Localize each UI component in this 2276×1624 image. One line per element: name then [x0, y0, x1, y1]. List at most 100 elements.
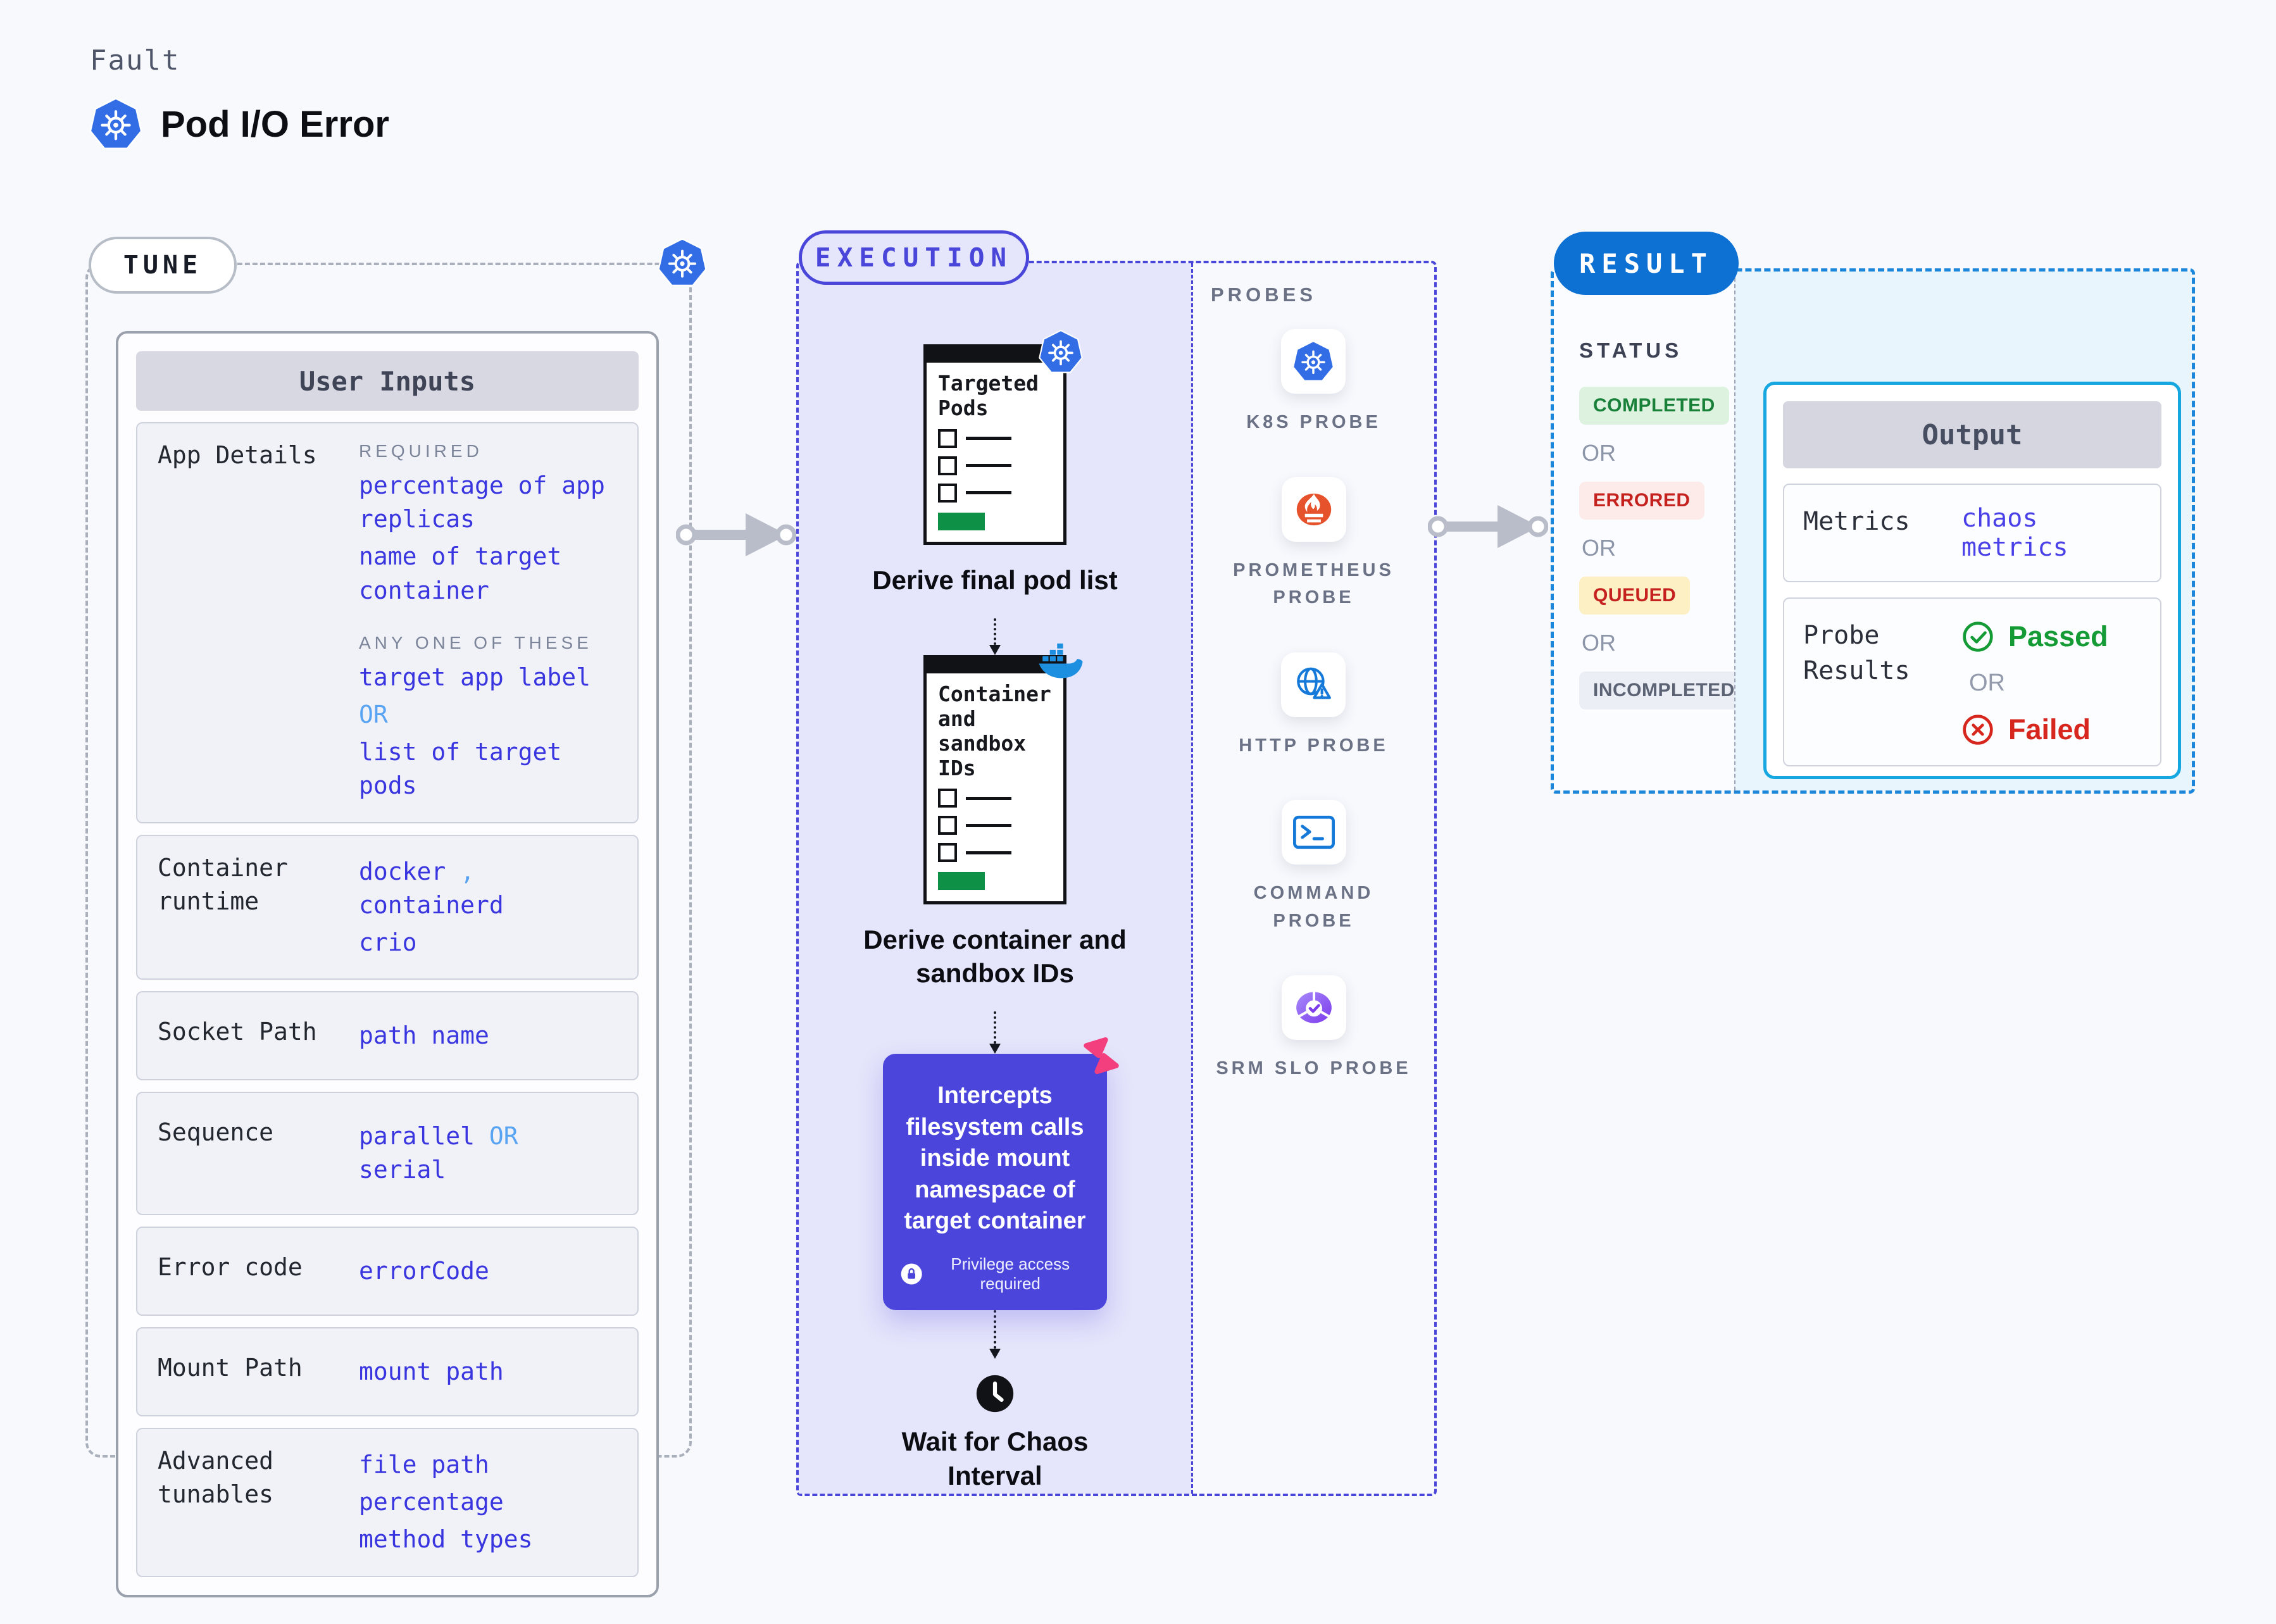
flow-connector — [989, 1310, 1001, 1359]
or-separator: OR — [1582, 630, 1616, 656]
value-term: target app label — [359, 663, 591, 691]
value-term: mount path — [359, 1357, 504, 1385]
user-inputs-header: User Inputs — [136, 351, 639, 411]
kubernetes-icon — [89, 96, 143, 152]
value-term: percentage — [359, 1488, 504, 1516]
probe-label: COMMAND PROBE — [1253, 883, 1374, 931]
passed-label: Passed — [2008, 620, 2108, 653]
command-probe-icon — [1281, 800, 1346, 865]
row-value: errorCode — [347, 1251, 617, 1292]
row-value: REQUIRED percentage of app replicas name o… — [347, 439, 617, 807]
step-caption: Derive container and sandbox IDs — [863, 925, 1127, 988]
metrics-row: Metrics chaos metrics — [1783, 484, 2161, 582]
probe-label: SRM SLO PROBE — [1216, 1058, 1411, 1078]
probe-item: K8S PROBE — [1246, 329, 1381, 437]
checkbox-row — [938, 789, 1052, 808]
page-header: Pod I/O Error — [89, 96, 389, 152]
privilege-note-text: Privilege access required — [951, 1254, 1070, 1294]
user-input-row: Sequence parallel OR serial — [136, 1092, 639, 1215]
probe-label: PROMETHEUS PROBE — [1233, 559, 1394, 608]
flow-connector — [989, 1011, 1001, 1054]
privilege-note: Privilege access required — [901, 1254, 1089, 1294]
value-term: crio — [359, 928, 417, 956]
user-input-row: Mount Path mount path — [136, 1327, 639, 1416]
clock-icon — [975, 1374, 1015, 1413]
value-heading: REQUIRED — [359, 441, 483, 461]
srm-probe-icon — [1281, 975, 1346, 1040]
probe-item: PROMETHEUS PROBE — [1216, 477, 1412, 612]
user-input-row: Socket Path path name — [136, 991, 639, 1081]
spacer — [359, 611, 617, 630]
x-circle-icon — [1963, 715, 1993, 745]
row-label: Error code — [158, 1252, 303, 1281]
value-term: list of target pods — [359, 738, 562, 800]
value-term: parallel OR serial — [359, 1122, 518, 1184]
execution-section: Targeted Pods Derive final pod list Cont… — [796, 261, 1437, 1496]
row-label: Sequence — [158, 1118, 274, 1147]
row-label: Socket Path — [158, 1018, 317, 1046]
progress-bar — [938, 872, 985, 890]
result-section-label: RESULT — [1554, 232, 1739, 295]
value-term: method types — [359, 1525, 533, 1554]
chaos-arrows-icon — [1080, 1035, 1122, 1077]
or-label: OR — [1969, 670, 2005, 696]
kubernetes-probe-icon — [1281, 329, 1346, 394]
row-label: Container runtime — [158, 853, 288, 915]
row-label: App Details — [158, 441, 317, 469]
tune-section-label: TUNE — [89, 237, 237, 294]
execution-section-label: EXECUTION — [799, 230, 1029, 285]
prometheus-probe-icon — [1281, 477, 1346, 542]
arrow-execution-to-result — [1428, 505, 1548, 548]
metrics-label: Metrics — [1803, 507, 1910, 536]
container-ids-card: Container and sandbox IDs — [923, 643, 1083, 905]
checkbox-row — [938, 456, 1052, 475]
checkbox-row — [938, 483, 1052, 503]
arrow-tune-to-execution — [676, 513, 796, 556]
row-value: path name — [347, 1015, 617, 1056]
metrics-value: chaos metrics — [1961, 504, 2068, 562]
targeted-pods-card: Targeted Pods — [923, 329, 1083, 545]
probes-heading: PROBES — [1211, 284, 1316, 306]
probe-results-label: Probe Results — [1803, 621, 1910, 685]
http-probe-icon — [1281, 652, 1346, 717]
value-or: OR — [359, 700, 388, 728]
status-heading: STATUS — [1579, 339, 1683, 362]
probe-item: COMMAND PROBE — [1216, 800, 1412, 935]
intercept-text: Intercepts filesystem calls inside mount… — [904, 1082, 1086, 1234]
probe-results-row: Probe Results Passed OR — [1783, 597, 2161, 766]
checkbox-row — [938, 816, 1052, 835]
status-badge: QUEUED — [1579, 577, 1691, 615]
row-value: mount path — [347, 1351, 617, 1392]
value-term: name of target container — [359, 542, 562, 604]
step-caption: Derive final pod list — [872, 565, 1118, 595]
or-separator: OR — [1582, 440, 1616, 466]
progress-bar — [938, 512, 985, 530]
wait-caption: Wait for Chaos Interval — [901, 1426, 1089, 1491]
checkbox-row — [938, 843, 1052, 863]
probe-item: SRM SLO PROBE — [1216, 975, 1411, 1083]
kubernetes-icon — [1038, 328, 1084, 375]
card-title: Container and sandbox IDs — [938, 681, 1051, 780]
row-value: parallel OR serial — [347, 1116, 617, 1190]
value-term: percentage of app replicas — [359, 472, 605, 534]
value-heading: ANY ONE OF THESE — [359, 632, 592, 653]
docker-icon — [1038, 639, 1084, 686]
row-label: Mount Path — [158, 1353, 303, 1382]
status-badge: ERRORED — [1579, 482, 1704, 520]
failed-label: Failed — [2008, 713, 2091, 746]
execution-flow: Targeted Pods Derive final pod list Cont… — [799, 263, 1191, 1494]
value-term: errorCode — [359, 1256, 489, 1285]
user-input-row: Error code errorCode — [136, 1226, 639, 1316]
user-inputs-table: User Inputs App Details REQUIRED percentag… — [116, 331, 659, 1597]
output-panel: Output Metrics chaos metrics Probe Resul… — [1734, 272, 2192, 790]
kubernetes-icon — [657, 237, 708, 289]
status-badge: COMPLETED — [1579, 387, 1729, 425]
